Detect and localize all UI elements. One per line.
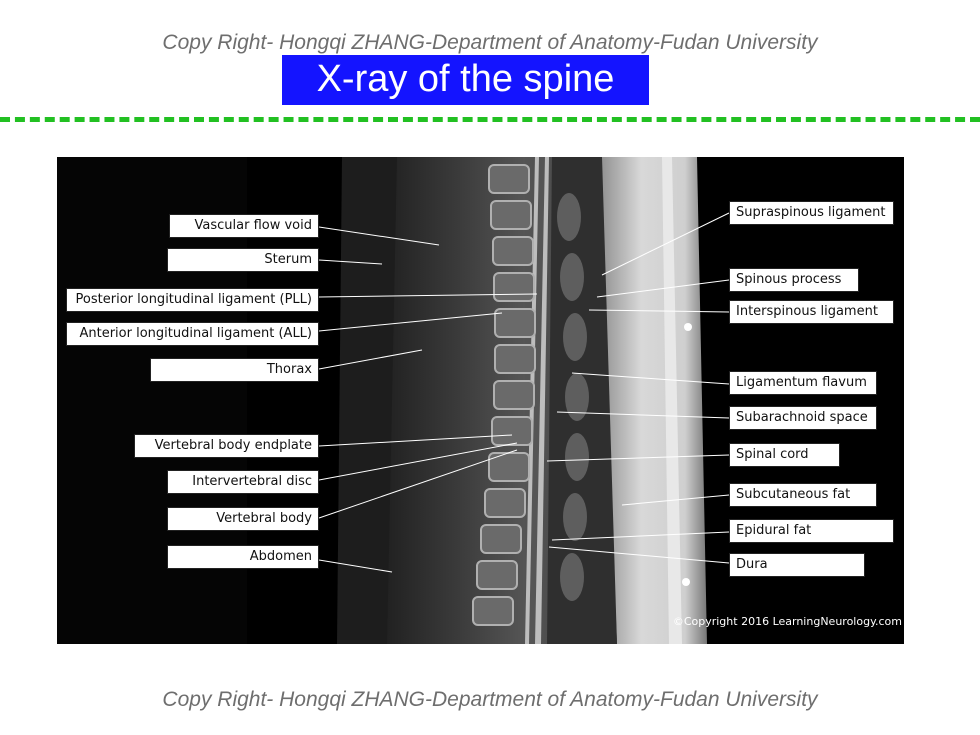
label-dura: Dura xyxy=(729,553,865,577)
label-supraspinous-ligament: Supraspinous ligament xyxy=(729,201,894,225)
label-all: Anterior longitudinal ligament (ALL) xyxy=(66,322,319,346)
dashed-divider xyxy=(0,117,980,122)
label-subarachnoid-space: Subarachnoid space xyxy=(729,406,877,430)
label-vertebral-body: Vertebral body xyxy=(167,507,319,531)
label-spinous-process: Spinous process xyxy=(729,268,859,292)
copyright-bottom: Copy Right- Hongqi ZHANG-Department of A… xyxy=(162,688,818,711)
copyright-top: Copy Right- Hongqi ZHANG-Department of A… xyxy=(162,31,818,54)
label-abdomen: Abdomen xyxy=(167,545,319,569)
page-title: X-ray of the spine xyxy=(282,55,649,105)
label-epidural-fat: Epidural fat xyxy=(729,519,894,543)
mri-image xyxy=(57,157,904,644)
label-spinal-cord: Spinal cord xyxy=(729,443,840,467)
label-thorax: Thorax xyxy=(150,358,319,382)
label-interspinous-ligament: Interspinous ligament xyxy=(729,300,894,324)
mri-figure: Vascular flow void Sterum Posterior long… xyxy=(57,157,904,644)
label-pll: Posterior longitudinal ligament (PLL) xyxy=(66,288,319,312)
label-vertebral-body-endplate: Vertebral body endplate xyxy=(134,434,319,458)
label-intervertebral-disc: Intervertebral disc xyxy=(167,470,319,494)
label-subcutaneous-fat: Subcutaneous fat xyxy=(729,483,877,507)
label-sterum: Sterum xyxy=(167,248,319,272)
label-ligamentum-flavum: Ligamentum flavum xyxy=(729,371,877,395)
image-credit: ©Copyright 2016 LearningNeurology.com xyxy=(672,615,902,628)
label-vascular-flow-void: Vascular flow void xyxy=(169,214,319,238)
